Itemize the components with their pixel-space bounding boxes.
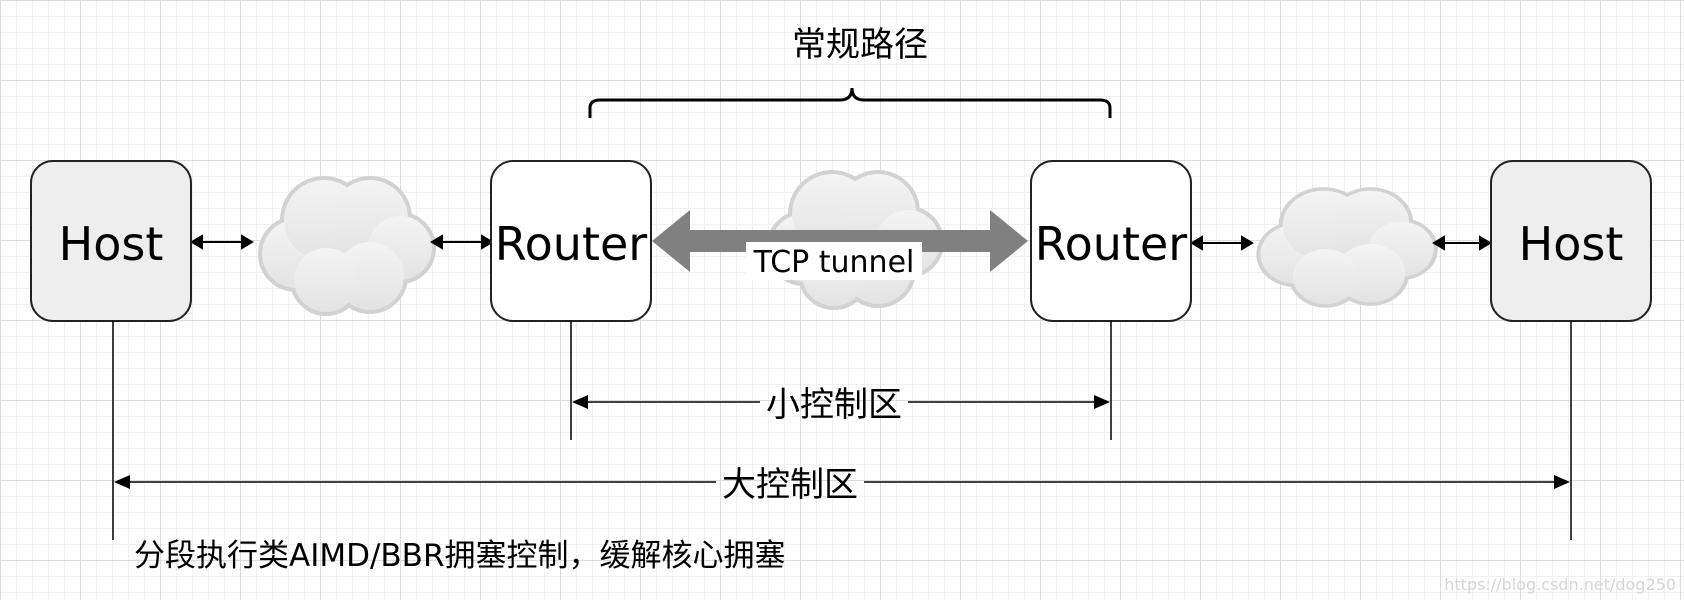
link-arrows (190, 234, 1492, 251)
tunnel-label-bg (746, 242, 922, 280)
host-right-node: Host (1490, 160, 1652, 322)
small-zone-dimension: 小控制区 (572, 385, 1110, 425)
caption-text: 分段执行类AIMD/BBR拥塞控制，缓解核心拥塞 (134, 538, 785, 574)
cloud-icon (262, 180, 432, 312)
tunnel-label: TCP tunnel (753, 245, 915, 280)
router-right-node: Router (1030, 160, 1192, 322)
host-right-label: Host (1519, 217, 1624, 271)
large-zone-label: 大控制区 (722, 465, 858, 505)
tcp-tunnel-arrow (652, 210, 1028, 272)
large-zone-dimension: 大控制区 (114, 465, 1570, 505)
title: 常规路径 (792, 25, 928, 65)
path-brace (588, 87, 1112, 118)
watermark-text: https://blog.csdn.net/dog250 (1444, 575, 1676, 594)
router-left-label: Router (495, 217, 648, 271)
host-left-node: Host (30, 160, 192, 322)
host-left-label: Host (59, 217, 164, 271)
small-zone-label: 小控制区 (766, 385, 902, 425)
router-right-label: Router (1035, 217, 1188, 271)
router-left-node: Router (490, 160, 652, 322)
cloud-icon (1260, 191, 1433, 305)
extension-lines (112, 321, 1572, 540)
